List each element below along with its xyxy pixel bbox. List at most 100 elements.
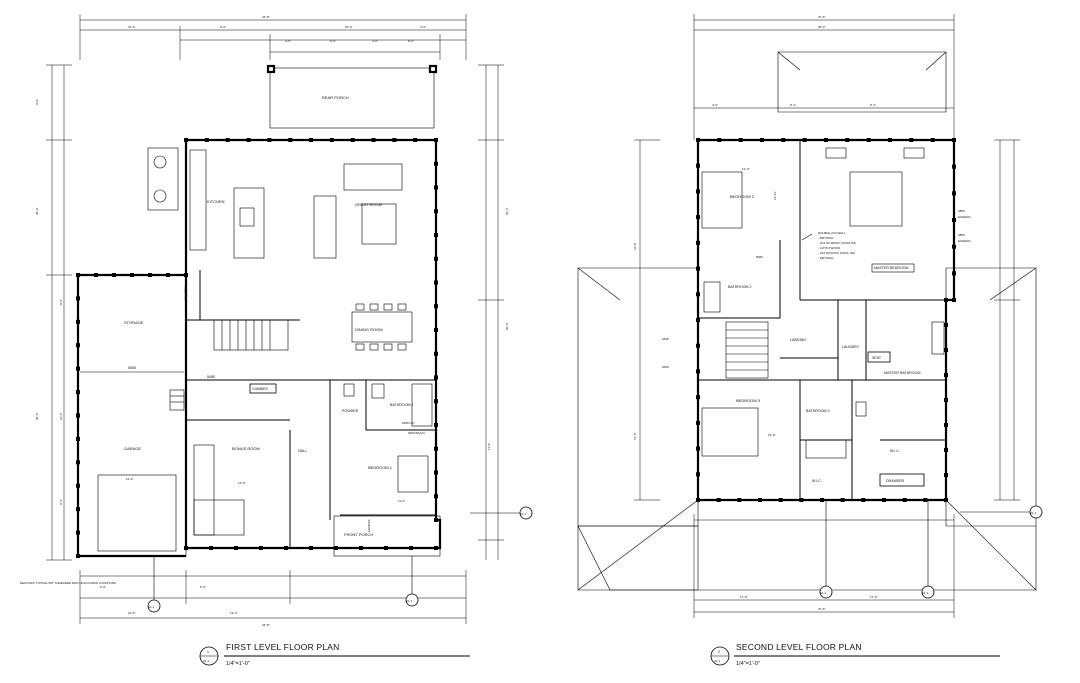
svg-text:6'-0": 6'-0" bbox=[408, 39, 414, 43]
structural-post bbox=[866, 138, 871, 142]
structural-post bbox=[284, 546, 288, 550]
structural-post bbox=[799, 498, 804, 502]
structural-post bbox=[76, 436, 80, 441]
window-2846-label: 2846 bbox=[662, 365, 669, 369]
structural-post bbox=[696, 163, 700, 168]
structural-post bbox=[696, 318, 700, 322]
structural-post bbox=[840, 498, 845, 502]
kitchen-label: KITCHEN bbox=[207, 199, 225, 204]
structural-post bbox=[434, 399, 438, 404]
bedroom1-label: BEDROOM 1 bbox=[368, 465, 393, 470]
cubbies-label: CUBBIES bbox=[252, 387, 268, 391]
structural-post bbox=[434, 446, 438, 451]
structural-post bbox=[76, 273, 80, 277]
structural-post bbox=[434, 494, 438, 499]
structural-post bbox=[944, 498, 948, 502]
structural-post bbox=[184, 138, 188, 142]
bed-icon bbox=[701, 171, 743, 229]
structural-post bbox=[952, 164, 956, 169]
bath-window-label: 3060 BA/CN bbox=[408, 431, 425, 435]
kitchen-range-icon bbox=[147, 147, 179, 211]
second-level-top-dimensions: 37'-6" 35'-0" 4'-6" 8'-1" 9'-4" bbox=[693, 14, 955, 140]
svg-text:A1.1: A1.1 bbox=[520, 512, 527, 516]
structural-post bbox=[760, 138, 764, 142]
structural-post bbox=[267, 138, 272, 142]
first-level-walls bbox=[76, 138, 442, 558]
second-level-posts bbox=[696, 138, 956, 502]
structural-post bbox=[952, 191, 956, 196]
dining-table-icon bbox=[351, 303, 413, 351]
structural-post bbox=[696, 266, 700, 271]
bathroom3-label: BATHROOM 3 bbox=[806, 409, 830, 413]
svg-text:- DRYWALL: - DRYWALL bbox=[818, 236, 835, 240]
structural-post bbox=[944, 323, 948, 327]
structural-post bbox=[824, 138, 828, 142]
svg-text:44'-8": 44'-8" bbox=[262, 623, 270, 627]
structural-post bbox=[434, 375, 438, 380]
second-level-left-dimensions: 23'-0" 13'-6" bbox=[633, 139, 660, 501]
structural-post bbox=[909, 138, 914, 142]
structural-post bbox=[371, 138, 376, 142]
bed-icon bbox=[849, 171, 903, 227]
bedroom3-dim: 12'-0" bbox=[768, 433, 776, 437]
structural-post bbox=[434, 185, 438, 190]
structural-post bbox=[204, 138, 209, 142]
kitchen-counter bbox=[189, 149, 207, 251]
structural-post bbox=[845, 138, 850, 142]
sofa-icon bbox=[313, 163, 403, 259]
svg-text:A1.1: A1.1 bbox=[406, 599, 413, 603]
second-level-stair bbox=[725, 321, 769, 379]
wall-note: DOUBLE 2X4 WALL - DRYWALL - 2X4 W/ SPRAY… bbox=[801, 231, 856, 260]
pantry-label: PANTRY bbox=[184, 285, 188, 300]
bonus-room-label: BONUS ROOM bbox=[232, 446, 260, 451]
structural-post bbox=[148, 273, 152, 277]
structural-post bbox=[309, 546, 313, 550]
second-level-title-block: 2 A1.1 SECOND LEVEL FLOOR PLAN 1/4"=1'-0… bbox=[710, 642, 1000, 667]
svg-text:A1.1: A1.1 bbox=[820, 591, 827, 595]
overall-width-label: 44'-8" bbox=[262, 15, 270, 19]
svg-text:22'-0": 22'-0" bbox=[59, 412, 63, 420]
structural-post bbox=[184, 273, 188, 277]
second-plan-title: SECOND LEVEL FLOOR PLAN bbox=[736, 642, 862, 652]
first-level-left-dimensions: 9'-0" 30'-0" 60'-0" 8'-0" 22'-0" 9'-6" bbox=[35, 64, 72, 561]
structural-post bbox=[861, 498, 866, 502]
window-2860-label: 2860 bbox=[958, 209, 965, 213]
structural-post bbox=[696, 343, 700, 348]
svg-text:- 1/2"PLYWOOD: - 1/2"PLYWOOD bbox=[818, 246, 841, 250]
structural-post bbox=[952, 218, 956, 222]
structural-post bbox=[696, 446, 700, 451]
structural-post bbox=[234, 546, 238, 550]
bathtub-icon bbox=[703, 281, 721, 313]
section-marker-icon: A1.1 bbox=[147, 556, 161, 613]
bathtub-icon bbox=[411, 383, 433, 427]
bathroom2-label: BATHROOM 2 bbox=[728, 285, 752, 289]
svg-text:17'-6": 17'-6" bbox=[870, 595, 878, 599]
structural-post bbox=[952, 138, 956, 142]
first-plan-scale: 1/4"=1'-0" bbox=[226, 661, 250, 667]
structural-post bbox=[184, 546, 188, 550]
svg-text:26'-6": 26'-6" bbox=[505, 207, 509, 215]
structural-post bbox=[246, 138, 251, 142]
svg-text:A1.1: A1.1 bbox=[148, 605, 155, 609]
structural-post bbox=[802, 138, 807, 142]
svg-text:6'-6": 6'-6" bbox=[200, 585, 206, 589]
first-level-stair bbox=[213, 319, 289, 351]
door-5080-label: 5080 bbox=[207, 375, 215, 379]
first-level-posts bbox=[76, 138, 438, 558]
window-2846-label: 2846 bbox=[662, 337, 669, 341]
first-plan-sheet: A1.1 bbox=[203, 659, 210, 663]
sink-icon bbox=[239, 207, 255, 227]
svg-text:37'-6": 37'-6" bbox=[818, 607, 826, 611]
structural-post bbox=[696, 292, 700, 297]
great-room-label: GREAT ROOM bbox=[355, 202, 382, 207]
structural-post bbox=[944, 473, 948, 477]
svg-text:17'-6": 17'-6" bbox=[740, 595, 748, 599]
structural-post bbox=[76, 507, 80, 512]
bathroom1-label: BATHROOM 1 bbox=[390, 403, 414, 407]
svg-text:13'-6": 13'-6" bbox=[633, 432, 637, 440]
structural-post bbox=[434, 233, 438, 237]
second-level-plan: 37'-6" 35'-0" 4'-6" 8'-1" 9'-4" BEDROOM … bbox=[577, 14, 1043, 618]
structural-post bbox=[259, 546, 263, 550]
svg-text:- DRYWALL: - DRYWALL bbox=[818, 256, 835, 260]
section-marker-icon: A1.1 bbox=[921, 500, 935, 599]
